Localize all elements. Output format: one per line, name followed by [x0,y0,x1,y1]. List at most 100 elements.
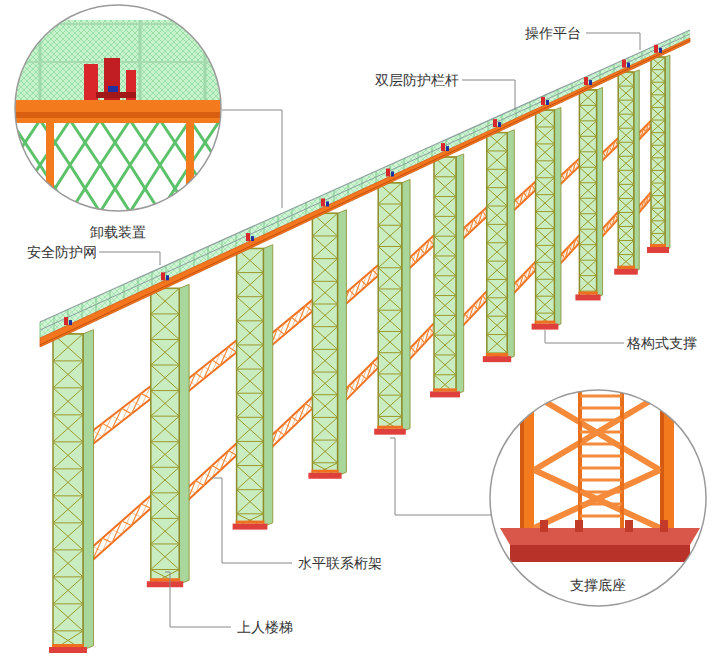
detail-member [46,120,54,215]
ladder-rung [580,419,622,422]
leader-line [462,80,515,110]
unloading-device [589,80,592,85]
column-face [651,57,665,250]
callout-label: 支撑底座 [568,576,628,594]
support-base-top [311,470,338,473]
leader-line [222,110,282,208]
column-lattice [378,183,402,432]
unloading-device [659,48,662,53]
detail-circle [15,5,221,211]
base-plate-top [500,528,700,545]
base-stiffener [540,520,548,532]
unloading-device [584,77,588,85]
column-face [487,133,507,360]
support-base [532,324,559,330]
detail-leg-shade [520,380,524,530]
column-lattice [651,57,665,250]
ladder-rung [580,491,622,494]
ladder-rung [580,431,622,434]
callout-label: 操作平台 [523,24,583,42]
column-face [434,157,456,394]
column-face [151,288,179,584]
column-side [179,284,189,584]
unloading-device [326,201,329,206]
unloading-device [386,168,390,176]
detail-leg [660,380,674,530]
column-side [263,245,272,527]
detail-leg [520,380,534,530]
column-lattice [579,90,596,298]
column-side [554,107,561,326]
base-stiffener [575,520,583,532]
leader-group [97,33,640,627]
column-side [634,70,639,272]
ladder-rung [580,407,622,410]
unloading-device [166,275,169,280]
support-base [647,247,669,253]
support-base [614,269,638,275]
unloading-device [498,122,501,127]
support-base [374,429,406,435]
ladder-rung [580,455,622,458]
column-lattice [237,248,264,526]
unloading-device [246,233,250,241]
detail-device [84,64,98,100]
leader-line [586,33,640,50]
unloading-device [546,100,549,105]
column-face [237,248,264,526]
detail-rail [10,23,230,25]
support-base-top [578,291,597,294]
support-base-top [433,388,457,391]
unloading-device [69,320,72,325]
unloading-device [251,236,254,241]
callout-label: 卸载装置 [88,223,148,241]
column-side [507,130,514,359]
column-face [536,110,555,327]
base-stiffener [660,520,668,532]
column-lattice [434,157,456,394]
support-base-top [236,521,265,524]
support-base [147,581,183,587]
callout-label: 上人楼梯 [235,618,295,636]
unloading-device [321,198,325,206]
column-face [618,72,634,272]
column-face [579,90,596,298]
callout-label: 水平联系桁架 [296,554,384,572]
detail-bg [10,0,230,220]
column-side [83,330,94,650]
ladder-rung [580,479,622,482]
column-side [338,210,347,476]
column-lattice [487,133,507,360]
support-base [233,524,268,530]
column-lattice [53,334,83,650]
support-base [575,294,600,300]
support-base-top [150,578,180,581]
leader-line [212,478,292,563]
leader-line [545,330,624,343]
column-face [53,334,83,650]
column-face [312,213,337,475]
leader-line [165,572,231,627]
column-lattice [151,288,179,584]
unloading-device [441,143,445,151]
callout-label: 安全防护网 [25,243,99,261]
support-base-top [535,321,556,324]
support-base-top [377,426,403,429]
support-base-top [52,644,84,647]
column-lattice [312,213,337,475]
unloading-device [161,272,165,280]
support-base-top [650,244,666,247]
unloading-device [391,171,394,176]
base-stiffener [625,520,633,532]
column-side [597,87,603,297]
ladder-rung [580,467,622,470]
ladder-rung [580,443,622,446]
support-base [308,473,341,479]
detail-brace [534,395,660,528]
column-side [402,179,410,431]
ladder-rung [580,515,622,518]
detail-base [488,380,710,610]
leader-line [390,438,491,515]
callout-label: 双层防护栏杆 [373,71,461,89]
